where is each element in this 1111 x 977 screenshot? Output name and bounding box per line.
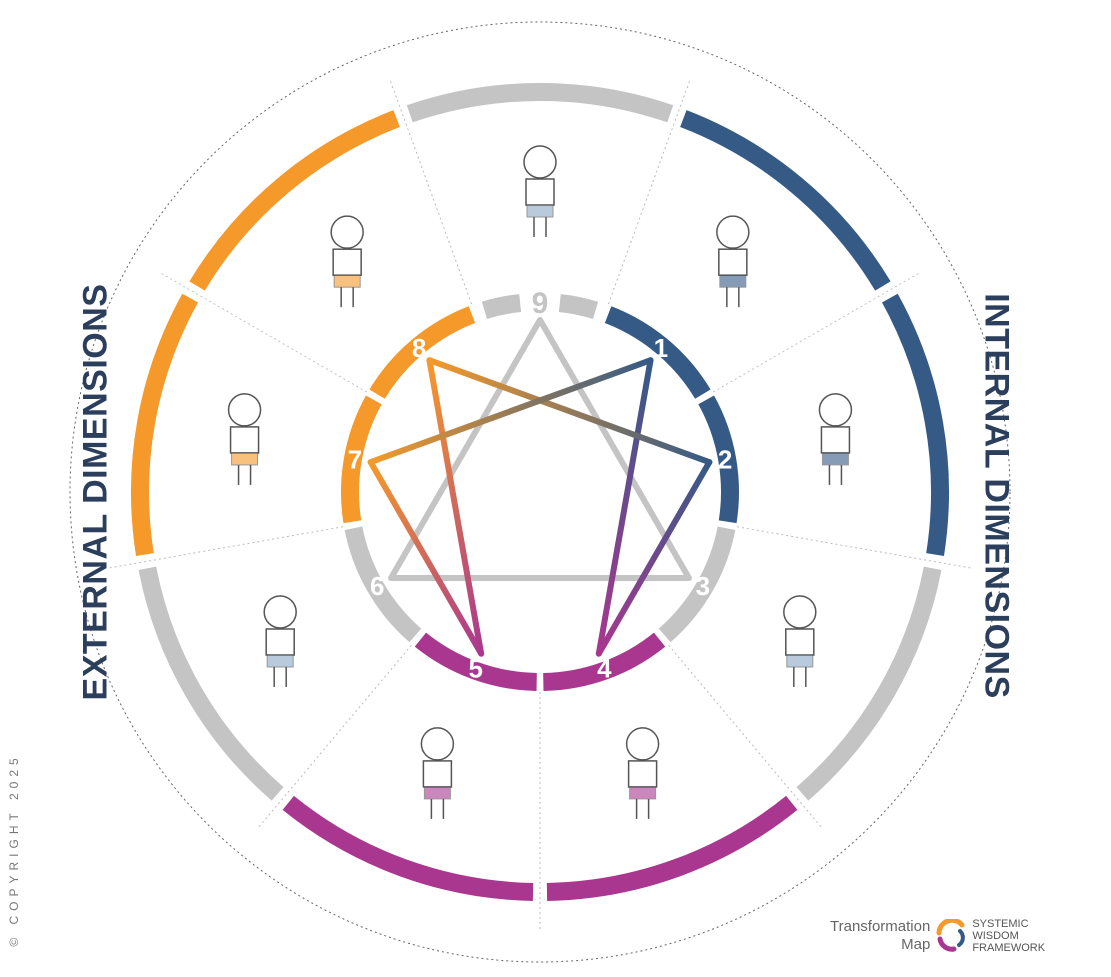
outer-arc-9 xyxy=(406,83,674,123)
sector-divider xyxy=(106,526,344,569)
outer-arc-5 xyxy=(282,795,534,901)
illustration-figure-9 xyxy=(523,145,557,237)
logo: Transformation Map SYSTEMIC WISDOM FRAME… xyxy=(830,918,1045,954)
inner-arc-9 xyxy=(481,294,522,319)
external-dimensions-label: EXTERNAL DIMENSIONS xyxy=(76,283,115,701)
outer-arc-4 xyxy=(546,795,798,901)
figure-shorts xyxy=(231,452,259,466)
internal-dimensions-label: INTERNAL DIMENSIONS xyxy=(977,293,1016,699)
sector-divider xyxy=(256,644,412,830)
inner-arc-3 xyxy=(658,526,736,643)
figure-shorts xyxy=(821,452,849,466)
figure-shirt xyxy=(229,426,260,454)
figure-shorts xyxy=(719,274,747,288)
inner-arc-4 xyxy=(543,632,666,691)
figure-head xyxy=(783,595,817,629)
figure-shorts xyxy=(423,786,451,800)
illustration-figure-2 xyxy=(818,393,853,485)
outer-arc-8 xyxy=(189,110,400,291)
illustration-figure-1 xyxy=(716,215,750,308)
figure-head xyxy=(330,215,364,249)
figure-shirt xyxy=(332,248,362,276)
figure-shorts xyxy=(786,654,814,668)
logo-brand-1: SYSTEMIC xyxy=(972,918,1029,930)
inner-arc-1 xyxy=(604,306,711,399)
point-label-2: 2 xyxy=(718,444,732,474)
point-label-3: 3 xyxy=(696,571,710,601)
figure-shirt xyxy=(422,760,453,788)
figure-shirt xyxy=(820,426,851,454)
outer-arc-2 xyxy=(881,293,949,556)
inner-arc-8 xyxy=(369,306,476,399)
illustration-figure-5 xyxy=(420,727,455,819)
inner-arc-6 xyxy=(344,526,422,643)
hexad-line-2-8 xyxy=(426,357,713,466)
triangle-line xyxy=(388,317,692,581)
sector-divider xyxy=(736,526,974,569)
illustration-figure-7 xyxy=(227,393,262,485)
point-label-8: 8 xyxy=(412,333,426,363)
logo-swirl-icon xyxy=(936,919,966,952)
figure-head xyxy=(263,595,297,629)
hexad-line-7-1 xyxy=(367,357,654,466)
outer-arc-7 xyxy=(131,293,199,556)
sector-divider xyxy=(158,271,368,393)
logo-line1: Transformation xyxy=(830,918,931,935)
figure-shorts xyxy=(333,274,361,288)
point-label-1: 1 xyxy=(654,333,668,363)
sector-divider xyxy=(668,644,824,830)
figure-shorts xyxy=(526,204,554,218)
logo-brand-2: WISDOM xyxy=(972,930,1019,942)
logo-brand-3: FRAMEWORK xyxy=(972,942,1046,954)
point-label-7: 7 xyxy=(348,444,362,474)
sector-divider xyxy=(389,78,473,305)
hexad-line-4-2 xyxy=(595,459,713,657)
logo-brand: SYSTEMIC WISDOM FRAMEWORK xyxy=(972,918,1045,954)
figure-head xyxy=(420,727,455,761)
logo-title: Transformation Map xyxy=(830,918,930,954)
point-label-5: 5 xyxy=(468,654,482,684)
illustration-figure-8 xyxy=(330,215,364,308)
figure-head xyxy=(625,727,660,761)
figure-head xyxy=(523,145,557,179)
figure-head xyxy=(818,393,853,427)
copyright-text: © COPYRIGHT 2025 xyxy=(7,753,21,947)
logo-line2: Map xyxy=(901,936,931,953)
figure-shorts xyxy=(629,786,657,800)
figure-shirt xyxy=(718,248,748,276)
figure-shirt xyxy=(627,760,658,788)
inner-arc-5 xyxy=(414,632,537,691)
sector-divider xyxy=(607,78,691,305)
figure-shirt xyxy=(525,178,555,206)
outer-arc-6 xyxy=(138,566,284,801)
point-label-4: 4 xyxy=(597,654,612,684)
outer-arc-3 xyxy=(796,566,942,801)
illustration-figure-3 xyxy=(783,595,817,687)
figure-shirt xyxy=(265,628,295,656)
inner-arc-9 xyxy=(558,294,599,319)
hexad-line-5-7 xyxy=(367,459,485,657)
outer-arc-1 xyxy=(680,110,891,291)
inner-white-disc xyxy=(340,292,740,692)
illustration-figure-4 xyxy=(625,727,660,819)
sector-divider xyxy=(712,271,922,393)
figure-shorts xyxy=(266,654,294,668)
point-label-9: 9 xyxy=(532,287,549,320)
inner-arc-7 xyxy=(341,395,382,524)
outer-dashed-circle xyxy=(69,21,1011,963)
figure-head xyxy=(227,393,262,427)
hexad-line-8-5 xyxy=(426,357,485,657)
point-label-6: 6 xyxy=(370,571,384,601)
figure-head xyxy=(716,215,750,249)
figure-shirt xyxy=(785,628,815,656)
hexad-line-1-4 xyxy=(595,357,654,657)
inner-arc-2 xyxy=(698,395,739,524)
illustration-figure-6 xyxy=(263,595,297,687)
